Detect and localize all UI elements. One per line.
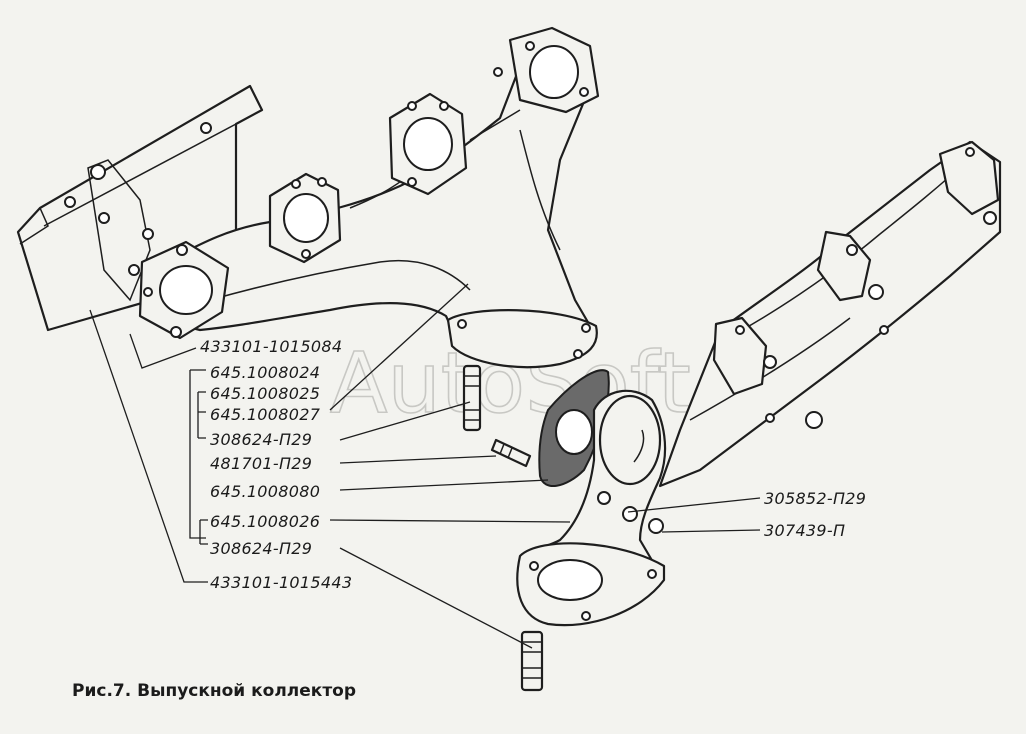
gasket <box>538 369 610 488</box>
part-labels: 433101-1015084 645.1008024 645.1008025 6… <box>200 337 866 592</box>
stud-diagonal <box>490 438 532 468</box>
port-flange-3 <box>388 92 468 196</box>
stud-upper <box>462 364 482 432</box>
label-645-1008027: 645.1008027 <box>210 405 321 424</box>
stud-lower <box>520 630 544 692</box>
label-433101-1015084: 433101-1015084 <box>200 337 342 356</box>
label-645-1008025: 645.1008025 <box>210 384 320 403</box>
label-433101-1015443: 433101-1015443 <box>210 573 352 592</box>
label-308624-p29-upper: 308624-П29 <box>210 430 312 449</box>
leader-lines <box>89 283 761 649</box>
figure-caption: Рис.7. Выпускной коллектор <box>72 681 356 701</box>
port-flange-1 <box>138 240 230 340</box>
right-manifold <box>658 140 1002 488</box>
label-481701-p29: 481701-П29 <box>210 454 312 473</box>
exhaust-manifold <box>138 26 600 369</box>
label-307439-p: 307439-П <box>764 521 845 540</box>
label-308624-p29-lower: 308624-П29 <box>210 539 312 558</box>
port-flange-2 <box>268 172 342 264</box>
elbow-pipe <box>516 389 667 627</box>
label-645-1008080: 645.1008080 <box>210 482 320 501</box>
label-305852-p29: 305852-П29 <box>764 489 866 508</box>
label-645-1008024: 645.1008024 <box>210 363 320 382</box>
port-flange-4 <box>493 26 600 114</box>
label-645-1008026: 645.1008026 <box>210 512 320 531</box>
